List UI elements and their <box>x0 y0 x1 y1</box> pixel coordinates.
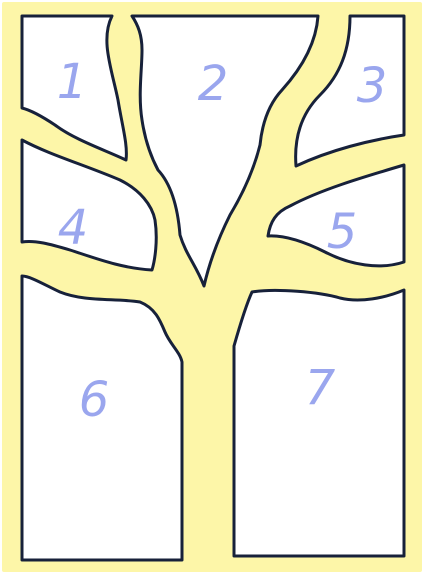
region-5-number: 5 <box>327 204 358 260</box>
region-4-number: 4 <box>58 200 89 256</box>
region-6-number: 6 <box>79 372 110 428</box>
region-7 <box>234 290 404 556</box>
region-3-number: 3 <box>357 58 388 114</box>
region-7-number: 7 <box>305 360 336 416</box>
region-1-number: 1 <box>57 54 88 110</box>
region-2-number: 2 <box>198 56 229 112</box>
